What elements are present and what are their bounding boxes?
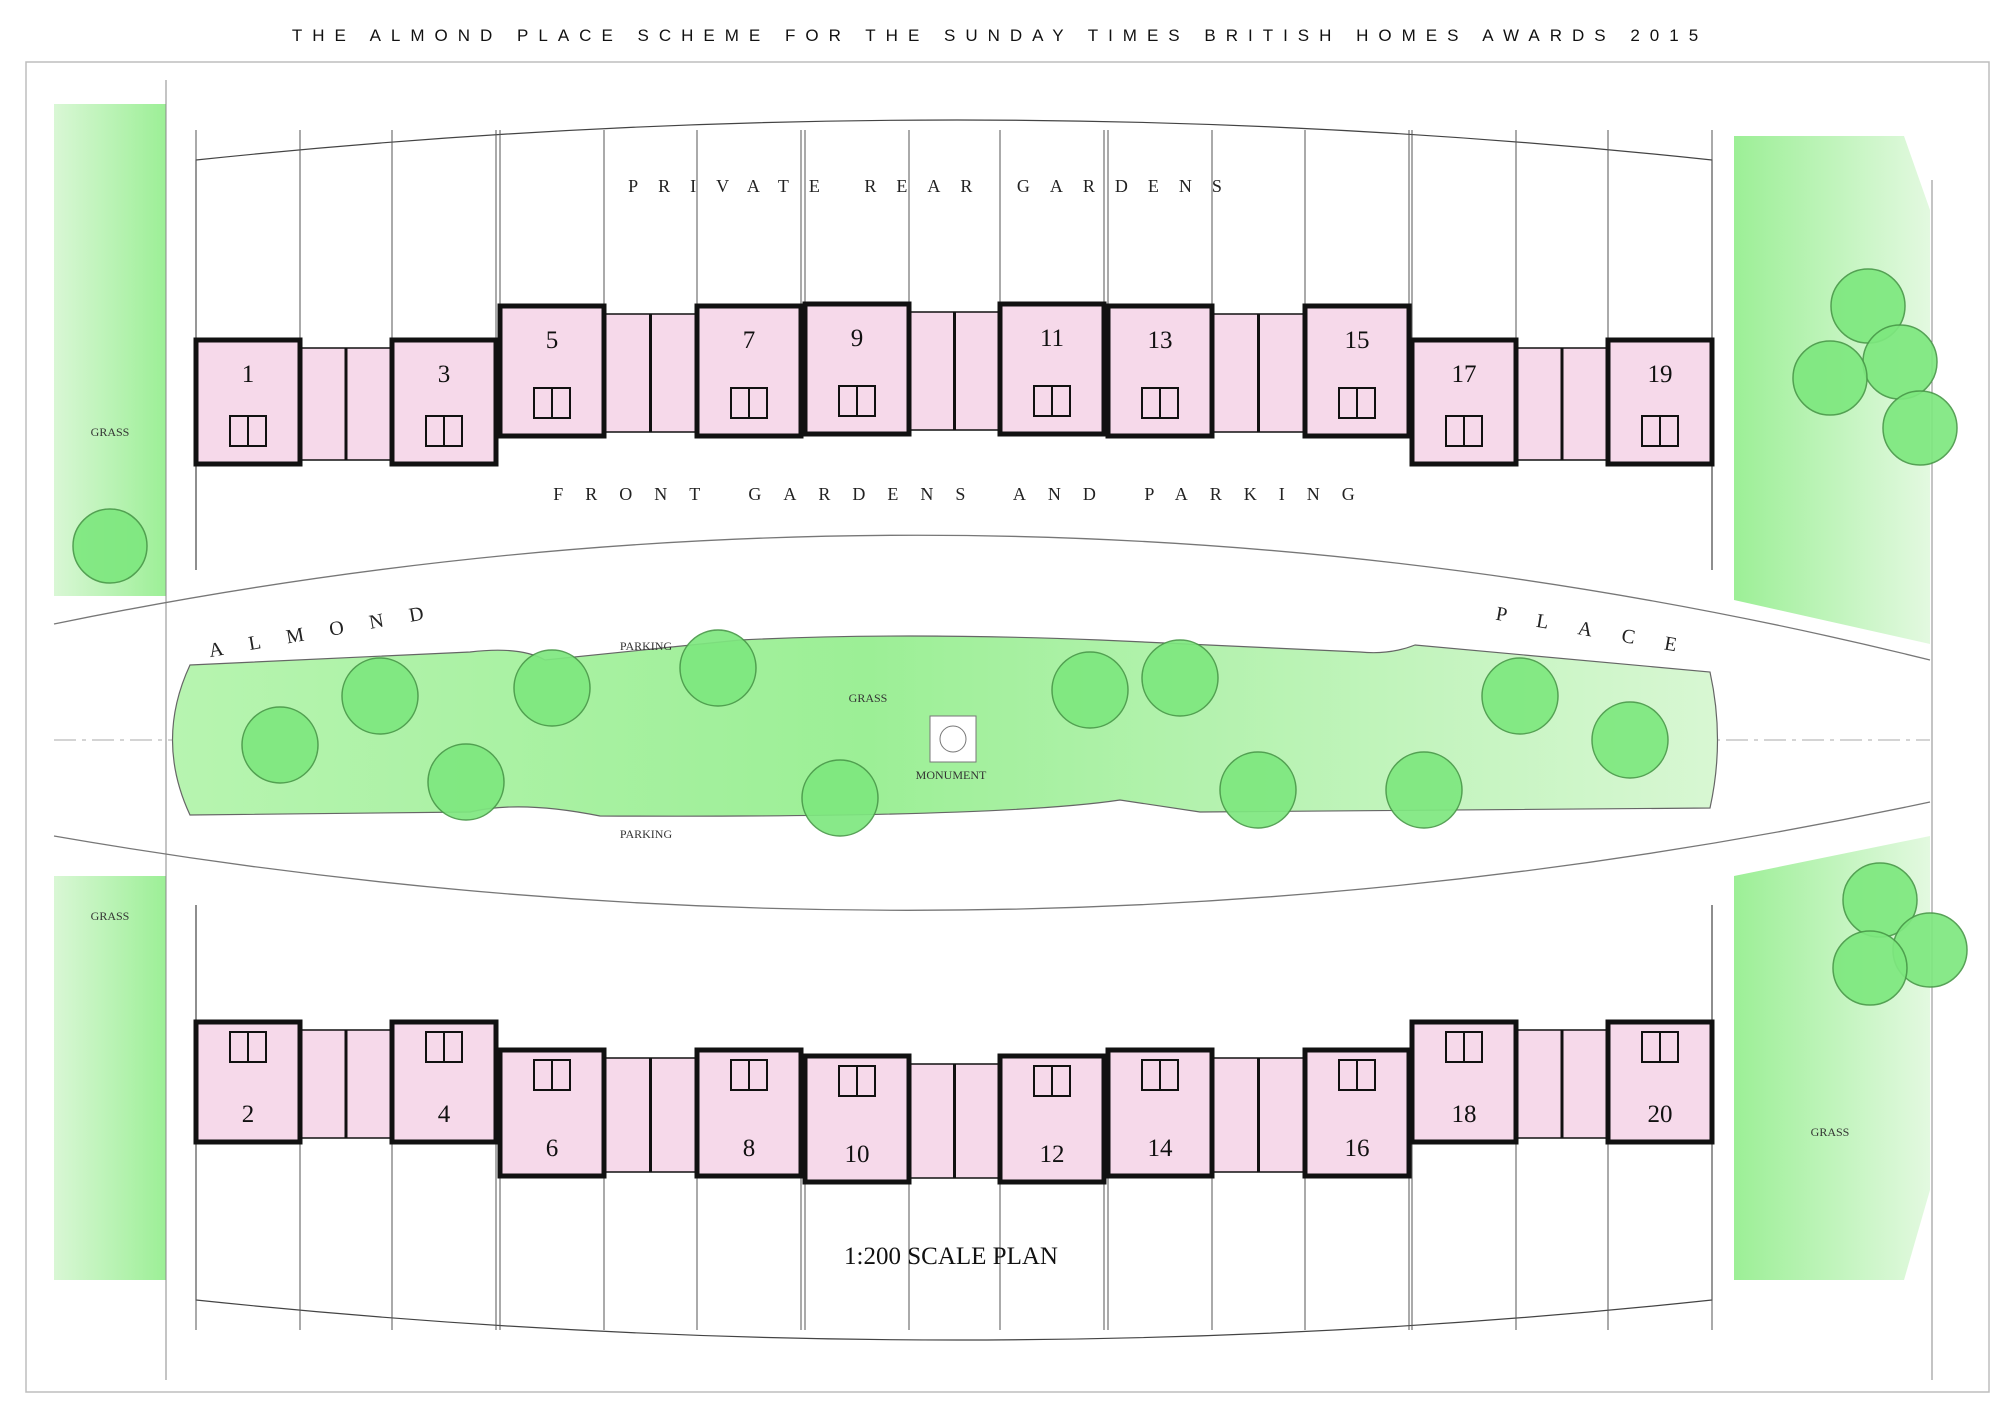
tree-icon (1862, 324, 1938, 400)
street-edge-north (53, 534, 1931, 661)
house-number-3: 3 (438, 361, 451, 388)
parking-label-south: PARKING (620, 827, 673, 841)
tree-icon (513, 649, 591, 727)
drawing-border (25, 61, 1990, 1393)
house-number-1: 1 (242, 361, 255, 388)
house-number-13: 13 (1148, 327, 1173, 354)
tree-icon (1481, 657, 1559, 735)
house-number-5: 5 (546, 327, 559, 354)
scale-label: 1:200 SCALE PLAN (844, 1243, 1058, 1270)
label-private-rear-gardens: PRIVATE REAR GARDENS (628, 176, 1242, 196)
house-number-2: 2 (242, 1101, 255, 1128)
house-number-15: 15 (1345, 327, 1370, 354)
tree-icon (1219, 751, 1297, 829)
house-number-10: 10 (845, 1141, 870, 1168)
grass-label-northwest: GRASS (91, 425, 130, 439)
grass-label-southeast: GRASS (1811, 1125, 1850, 1139)
house-number-18: 18 (1452, 1101, 1477, 1128)
house-number-12: 12 (1040, 1141, 1065, 1168)
label-front-gardens-parking: FRONT GARDENS AND PARKING (553, 484, 1377, 504)
house-number-14: 14 (1148, 1135, 1174, 1162)
grass-label-island: GRASS (849, 691, 888, 705)
tree-icon (1385, 751, 1463, 829)
house-18-footprint (1409, 1019, 1519, 1145)
house-number-17: 17 (1452, 361, 1477, 388)
house-number-19: 19 (1648, 361, 1673, 388)
house-number-20: 20 (1648, 1101, 1673, 1128)
tree-icon (1832, 930, 1908, 1006)
street-name-left: ALMOND (207, 598, 451, 662)
tree-icon (427, 743, 505, 821)
monument-icon (939, 725, 967, 753)
tree-icon (341, 657, 419, 735)
tree-icon (1591, 701, 1669, 779)
tree-icon (1141, 639, 1219, 717)
north-terrace-plot-outline (195, 119, 1713, 570)
grass-label-southwest: GRASS (91, 909, 130, 923)
tree-icon (801, 759, 879, 837)
house-number-8: 8 (743, 1135, 756, 1162)
tree-icon (241, 706, 319, 784)
house-number-11: 11 (1040, 325, 1064, 352)
street-edge-south (53, 801, 1931, 911)
house-15-footprint (1302, 303, 1412, 439)
tree-icon (1792, 340, 1868, 416)
south-terrace: 2 4 6 8 10 12 14 16 18 20 (193, 905, 1715, 1341)
monument-label: MONUMENT (916, 768, 987, 782)
house-number-16: 16 (1345, 1135, 1370, 1162)
tree-icon (1882, 390, 1958, 466)
south-terrace-plot-outline (195, 905, 1713, 1341)
house-number-9: 9 (851, 325, 864, 352)
house-number-6: 6 (546, 1135, 559, 1162)
tree-icon (72, 508, 148, 584)
grass-area-southwest (54, 876, 166, 1280)
house-number-4: 4 (438, 1101, 451, 1128)
house-number-7: 7 (743, 327, 756, 354)
tree-icon (1051, 651, 1129, 729)
page-title: THE ALMOND PLACE SCHEME FOR THE SUNDAY T… (291, 26, 1709, 45)
street-name-right: PLACE (1494, 603, 1708, 662)
parking-label-north: PARKING (620, 639, 673, 653)
tree-icon (679, 629, 757, 707)
